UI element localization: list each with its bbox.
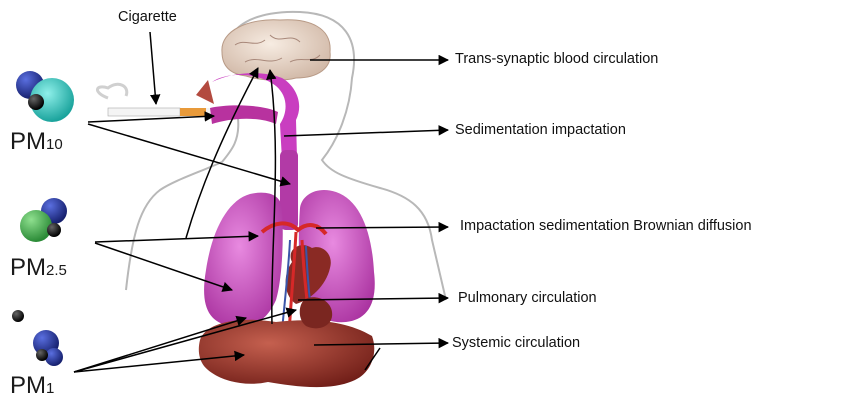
smoke [97, 84, 126, 98]
pm25-prefix: PM [10, 254, 46, 281]
pm25-label: PM2.5 [10, 254, 67, 282]
mouth-airway [210, 105, 278, 124]
pm1-prefix: PM [10, 372, 46, 399]
pm25-particle [20, 198, 67, 242]
pm1-label: PM1 [10, 372, 54, 400]
pm10-sub: 10 [46, 136, 63, 153]
pm10-label: PM10 [10, 128, 63, 156]
label-pulmonary: Pulmonary circulation [458, 290, 597, 306]
pm10-particle [16, 71, 74, 122]
cigarette [97, 84, 210, 116]
impactation-arrow [316, 227, 448, 228]
pm1-sub: 1 [46, 380, 54, 397]
label-impactation-brownian: Impactation sedimentation Brownian diffu… [460, 218, 752, 234]
trachea [280, 150, 298, 230]
label-sedimentation-impactation: Sedimentation impactation [455, 122, 626, 138]
cigarette-arrow [150, 32, 156, 104]
pm1-particle [12, 310, 63, 366]
sedimentation-arrow [284, 130, 448, 136]
label-systemic: Systemic circulation [452, 335, 580, 351]
pm10-arrow-a [88, 116, 214, 122]
left-lung [204, 193, 283, 327]
pm10-prefix: PM [10, 128, 46, 155]
pm25-sub: 2.5 [46, 262, 67, 279]
label-trans-synaptic: Trans-synaptic blood circulation [455, 51, 658, 67]
label-cigarette: Cigarette [118, 9, 177, 25]
nose [196, 80, 214, 104]
brain [222, 20, 330, 80]
